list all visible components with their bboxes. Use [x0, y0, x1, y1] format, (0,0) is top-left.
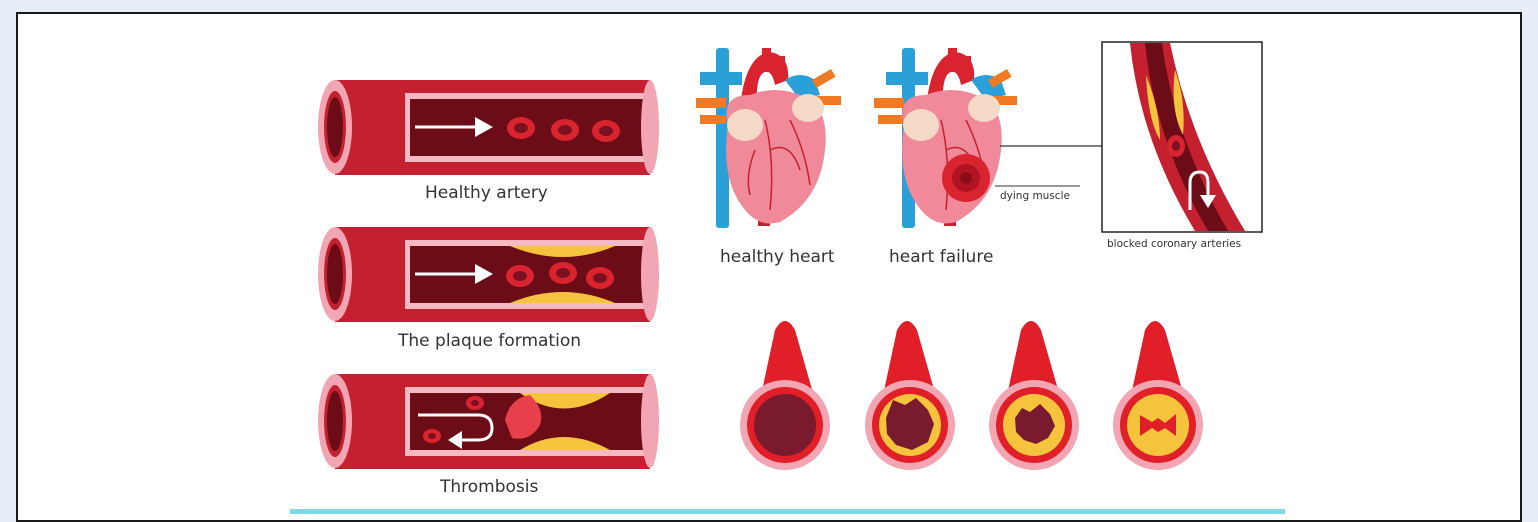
narrowing-artery-stage-2	[865, 321, 955, 470]
blocked-arteries-label: blocked coronary arteries	[1107, 238, 1241, 250]
healthy-heart-icon	[696, 48, 841, 228]
narrowing-artery-stage-1	[740, 321, 830, 470]
plaque-artery-icon	[318, 227, 659, 322]
healthy-heart-label: healthy heart	[720, 247, 835, 267]
heart-failure-label: heart failure	[889, 247, 993, 267]
healthy-artery-icon	[318, 80, 659, 175]
dying-muscle-label: dying muscle	[1000, 190, 1070, 202]
bottom-accent-line	[290, 509, 1285, 514]
narrowing-artery-stage-4	[1113, 321, 1203, 470]
narrowing-artery-stage-3	[989, 321, 1079, 470]
healthy-artery-label: Healthy artery	[425, 183, 548, 203]
plaque-formation-label: The plaque formation	[398, 331, 581, 351]
thrombosis-artery-icon	[318, 374, 659, 469]
thrombosis-label: Thrombosis	[440, 477, 538, 497]
blocked-coronary-inset-icon	[1102, 42, 1262, 232]
